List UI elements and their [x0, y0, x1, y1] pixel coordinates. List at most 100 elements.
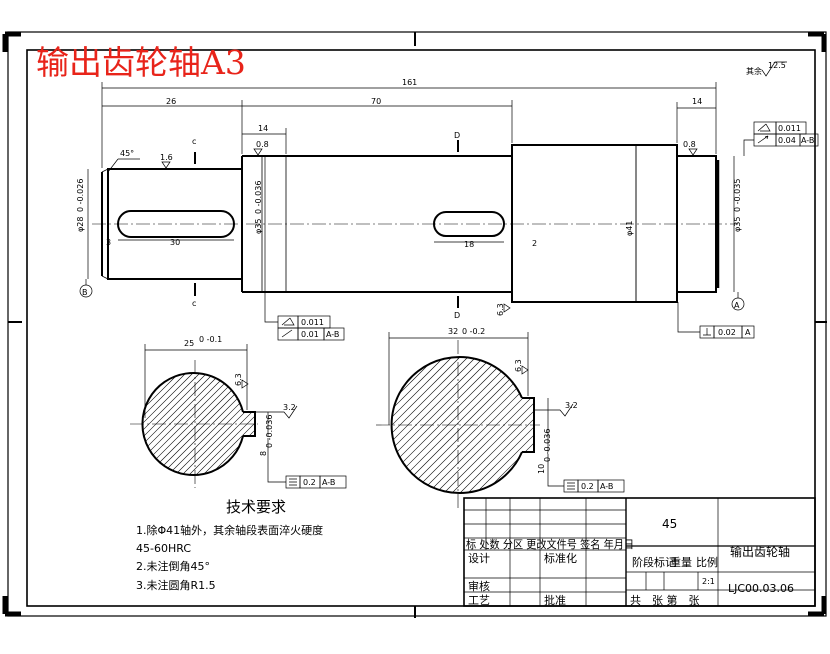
roughness-r2: 0.8 [256, 140, 269, 149]
hatch-line [142, 373, 218, 476]
tol-mid-ref: A-B [326, 330, 339, 339]
hatch-line [142, 373, 183, 476]
tech-line-3: 2.未注倒角45° [136, 559, 210, 573]
dim-section-c-key-tol: 0 -0.036 [265, 415, 274, 448]
tb-part-name: 输出齿轮轴 [730, 544, 790, 559]
dim-chamfer: 45° [120, 149, 134, 158]
hatch-line [142, 373, 162, 476]
roughness-r8: 3.2 [565, 401, 578, 410]
hatch-line [197, 373, 255, 476]
section-mark-c-top: c [192, 137, 196, 146]
hatch-line [462, 356, 534, 494]
hatch-line [232, 373, 255, 476]
hatch-line [30, 370, 140, 480]
dim-keyway-left: 30 [170, 238, 180, 247]
tol-right-ref: A-B [801, 136, 814, 145]
tb-design: 设计 [468, 552, 490, 565]
hatch-line [142, 373, 232, 476]
hatch-line [190, 373, 255, 476]
tb-material: 45 [662, 517, 677, 531]
hatch-line [142, 373, 225, 476]
hatch-line [176, 373, 255, 476]
dim-overall-length: 161 [402, 78, 417, 87]
tol-right-2: 0.04 [778, 136, 796, 145]
tech-heading: 技术要求 [226, 498, 286, 516]
tol-right-1: 0.011 [778, 124, 801, 133]
roughness-other-value: 12.5 [768, 61, 786, 70]
tol-mid-1: 0.011 [301, 318, 324, 327]
roughness-r5: 6.3 [234, 373, 243, 386]
roughness-r6: 3.2 [283, 403, 296, 412]
dim-dia-left-tol: 0 -0.026 [76, 179, 85, 212]
roughness-r7: 6.3 [514, 359, 523, 372]
dim-section-d-tol: 0 -0.2 [462, 327, 485, 336]
dim-dia-right-tol: 0 -0.035 [733, 179, 742, 212]
tb-standardize: 标准化 [544, 551, 577, 565]
section-c-view: 25 0 -0.1 8 0 -0.036 6.3 3.2 0.2 A-B [30, 335, 347, 489]
dim-dia-mid: φ35 [254, 219, 263, 234]
dim-dia-mid-tol: 0 -0.036 [254, 181, 263, 214]
tech-requirements: 技术要求 1.除Φ41轴外，其余轴段表面淬火硬度 45-60HRC 2.未注倒角… [136, 498, 323, 592]
hatch-line [470, 356, 534, 494]
dim-dia-gear: φ41 [625, 221, 634, 236]
tol-sym-c-ref: A-B [322, 478, 335, 487]
tb-stage-mark: 阶段标记 [632, 555, 676, 569]
hatch-line [391, 356, 514, 494]
tb-approve: 批准 [544, 593, 566, 607]
roughness-other-label: 其余 [746, 66, 762, 76]
hatch-line [502, 356, 534, 494]
hatch-line [239, 373, 255, 476]
hatch-line [204, 373, 255, 476]
dim-right-segment: 14 [692, 97, 702, 106]
tb-scale-value: 2:1 [702, 577, 715, 586]
hatch-line [391, 356, 442, 494]
tol-sym-d-ref: A-B [600, 482, 613, 491]
hatch-line [246, 373, 255, 476]
tb-sheets: 共 张 第 张 [630, 593, 700, 607]
datum-a: A [734, 301, 740, 310]
dim-left-segment: 26 [166, 97, 176, 106]
section-mark-d-top: D [454, 131, 460, 140]
dim-middle-segment: 70 [371, 97, 381, 106]
hatch-line [142, 373, 204, 476]
tb-process: 工艺 [468, 594, 490, 607]
tolerance-frame-mid: 0.011 0.01 A-B [264, 292, 345, 341]
tolerance-frame-perp: 0.02 A [677, 302, 755, 339]
hatch-line [391, 356, 458, 494]
tech-line-2: 45-60HRC [136, 542, 191, 555]
hatch-line [526, 356, 534, 494]
dim-section-c-key: 8 [259, 451, 268, 456]
tech-line-4: 3.未注圆角R1.5 [136, 578, 216, 592]
hatch-line [142, 373, 148, 476]
hatch-line [454, 356, 534, 494]
roughness-r4: 6.3 [496, 303, 505, 316]
dim-section-c-tol: 0 -0.1 [199, 335, 222, 344]
dim-left-offset: 3 [106, 238, 111, 247]
tb-weight: 重量 [670, 555, 692, 569]
dim-keyway-right: 18 [464, 240, 474, 249]
hatch-line [478, 356, 534, 494]
main-dimensions: 161 26 70 14 14 30 18 3 2 45° φ28 0 -0.0… [76, 78, 745, 316]
roughness-r1: 1.6 [160, 153, 173, 162]
tol-perp-ref: A [745, 328, 751, 337]
dim-section-d-key: 10 [537, 464, 546, 474]
tol-mid-2: 0.01 [301, 330, 319, 339]
hatch-line [518, 356, 534, 494]
dim-section-d-width: 32 [448, 327, 458, 336]
roughness-r3: 0.8 [683, 140, 696, 149]
section-mark-d-bottom: D [454, 311, 460, 320]
tb-revision-row: 标 处数 分区 更改文件号 签名 年月日 [466, 537, 634, 551]
dim-shoulder-width: 14 [258, 124, 268, 133]
tech-line-1: 1.除Φ41轴外，其余轴段表面淬火硬度 [136, 523, 323, 537]
title-block: 45 输出齿轮轴 标 处数 分区 更改文件号 签名 年月日 设计 标准化 阶段标… [463, 497, 816, 607]
tolerance-frame-right-top: 0.011 0.04 A-B [743, 121, 819, 156]
hatch-line [142, 373, 190, 476]
datum-b: B [82, 288, 88, 297]
dim-section-d-key-tol: 0 -0.036 [543, 429, 552, 462]
hatch-line [142, 373, 155, 476]
section-mark-c-bottom: c [192, 299, 196, 308]
hatch-line [183, 373, 255, 476]
hatch-line [391, 356, 450, 494]
shaft-main-view: c c D D [92, 131, 738, 320]
dim-dia-left: φ28 [76, 217, 85, 232]
